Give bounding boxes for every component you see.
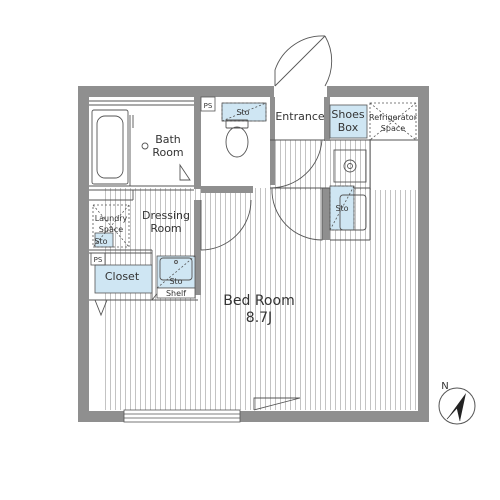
exterior-walls xyxy=(78,86,429,422)
washbasin-icon xyxy=(159,257,193,281)
label-sto-laundry: Sto xyxy=(94,237,107,246)
kitchen-sink-icon xyxy=(333,149,367,183)
toilet-icon xyxy=(225,119,249,158)
shelf xyxy=(156,287,196,299)
interior-walls xyxy=(194,97,330,295)
label-refrigerator-space-2: Space xyxy=(381,124,405,133)
label-shoes-box-1: Shoes xyxy=(331,108,364,121)
label-bath-room-1: Bath xyxy=(155,133,181,146)
bedroom-floor xyxy=(101,140,416,410)
label-ps-left: PS xyxy=(94,256,103,264)
north-label: N xyxy=(441,381,448,392)
stove-icon xyxy=(339,194,367,231)
label-dressing-room-2: Room xyxy=(150,222,181,235)
ps-boxes xyxy=(90,96,216,266)
label-dressing-room-1: Dressing xyxy=(142,209,190,222)
label-bed-room: Bed Room xyxy=(223,293,294,309)
label-bath-room-2: Room xyxy=(152,146,183,159)
label-shoes-box-2: Box xyxy=(338,121,359,134)
label-refrigerator-space-1: Refrigerator xyxy=(369,113,418,122)
label-bed-room-size: 8.7J xyxy=(246,310,272,326)
label-sto-toilet: Sto xyxy=(236,108,249,117)
label-ps-toilet: PS xyxy=(204,102,213,110)
window-bottom xyxy=(123,409,241,423)
label-laundry-space-2: Space xyxy=(99,225,123,234)
label-sto-kitchen: Sto xyxy=(335,204,348,213)
north-arrow-icon: N xyxy=(438,381,476,425)
label-closet: Closet xyxy=(105,270,140,283)
label-sto-sink: Sto xyxy=(169,277,182,286)
label-laundry-space-1: Laundry xyxy=(95,214,128,223)
label-shelf: Shelf xyxy=(166,289,186,298)
label-entrance: Entrance xyxy=(275,110,325,123)
bathtub-icon xyxy=(91,109,149,185)
